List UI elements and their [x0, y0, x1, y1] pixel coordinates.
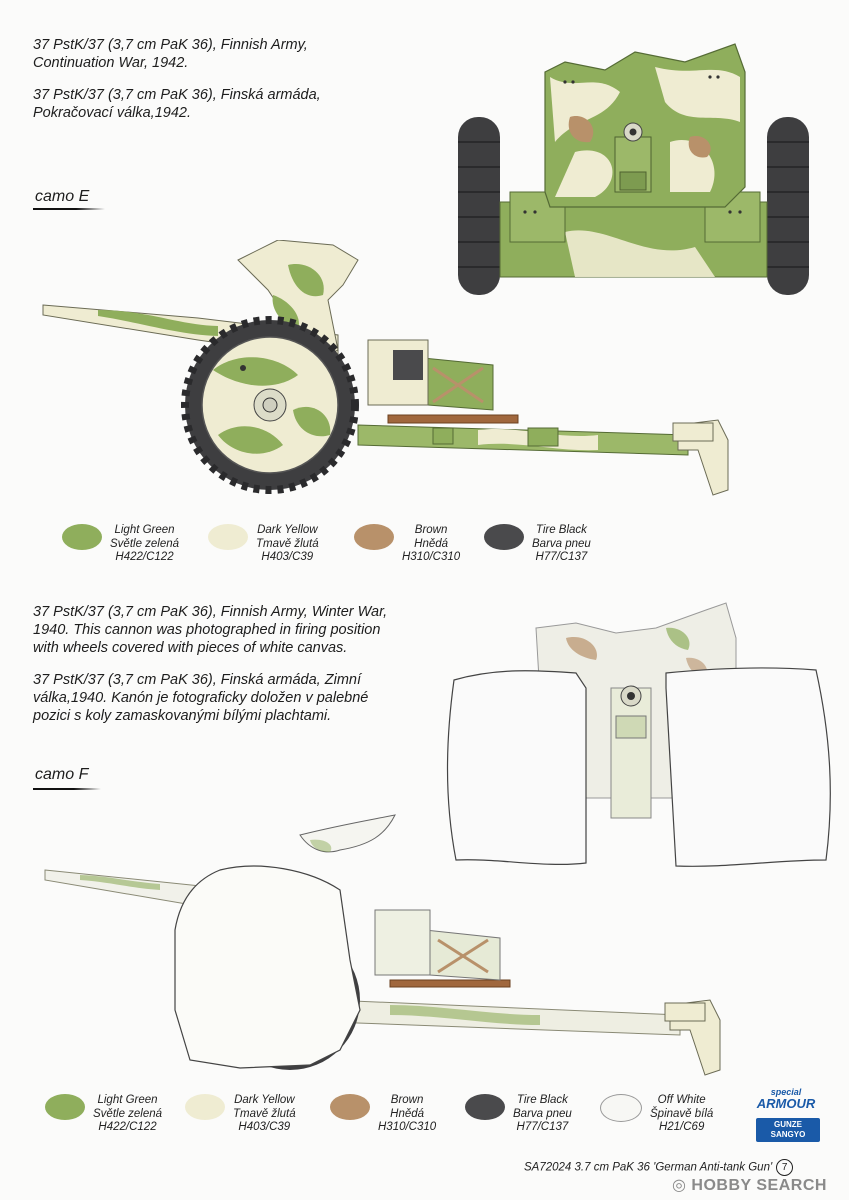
swatch-name: Brown: [414, 524, 448, 536]
camo-e-swatch-legend: Light Green Světle zelená H422/C122 Dark…: [62, 524, 624, 565]
swatch-code: H310/C310: [378, 1121, 437, 1133]
logo-armour-text: ARMOUR: [756, 1096, 816, 1111]
swatch-tire-black: Tire Black Barva pneu H77/C137: [465, 1094, 600, 1135]
swatch-dark-yellow-chip: [185, 1094, 225, 1120]
swatch-name: Tire Black: [535, 524, 587, 536]
swatch-off-white-chip: [600, 1094, 642, 1122]
camo-e-top-view-illustration: [458, 43, 809, 295]
swatch-name: Off White: [657, 1094, 706, 1106]
swatch-code: H21/C69: [658, 1121, 705, 1133]
swatch-name: Light Green: [114, 524, 175, 536]
camo-e-captions: 37 PstK/37 (3,7 cm PaK 36), Finnish Army…: [33, 36, 363, 136]
camo-f-swatch-legend: Light Green Světle zelená H422/C122 Dark…: [45, 1094, 735, 1135]
watermark-text: HOBBY SEARCH: [691, 1177, 827, 1194]
swatch-off-white: Off White Špinavě bílá H21/C69: [600, 1094, 735, 1135]
swatch-brown-chip: [330, 1094, 370, 1120]
product-footer: SA72024 3.7 cm PaK 36 'German Anti-tank …: [524, 1159, 794, 1176]
swatch-dark-yellow-chip: [208, 524, 248, 550]
gunze-sangyo-logo: GUNZE SANGYO: [756, 1118, 820, 1142]
swatch-name: Dark Yellow: [234, 1094, 295, 1106]
swatch-code: H403/C39: [261, 551, 314, 563]
camo-e-caption-en: 37 PstK/37 (3,7 cm PaK 36), Finnish Army…: [33, 37, 308, 71]
swatch-name-cz: Barva pneu: [532, 537, 591, 550]
swatch-tire-black: Tire Black Barva pneu H77/C137: [484, 524, 624, 565]
swatch-name: Brown: [390, 1094, 424, 1106]
swatch-code: H310/C310: [402, 551, 461, 563]
swatch-dark-yellow: Dark Yellow Tmavě žlutá H403/C39: [208, 524, 354, 565]
swatch-brown: Brown Hnědá H310/C310: [354, 524, 484, 565]
hobby-search-watermark: ◎ HOBBY SEARCH: [672, 1175, 827, 1195]
camo-f-rule: [33, 788, 101, 790]
swatch-code: H422/C122: [98, 1121, 157, 1133]
logo-gunze-text: GUNZE: [774, 1120, 802, 1129]
page-number: 7: [776, 1159, 794, 1176]
swatch-name-cz: Hnědá: [390, 1107, 425, 1120]
swatch-name: Tire Black: [516, 1094, 568, 1106]
swatch-code: H77/C137: [516, 1121, 569, 1133]
camo-f-side-view-illustration: [44, 814, 721, 1076]
camo-f-top-view-illustration: [446, 602, 831, 867]
swatch-name: Light Green: [97, 1094, 158, 1106]
camo-f-captions: 37 PstK/37 (3,7 cm PaK 36), Finnish Army…: [33, 603, 393, 739]
product-title: SA72024 3.7 cm PaK 36 'German Anti-tank …: [524, 1161, 773, 1174]
swatch-name-cz: Barva pneu: [513, 1107, 572, 1120]
swatch-name-cz: Tmavě žlutá: [256, 537, 319, 550]
swatch-light-green-chip: [62, 524, 102, 550]
logo-sangyo-text: SANGYO: [770, 1130, 806, 1139]
camo-e-rule: [33, 208, 105, 210]
swatch-tire-black-chip: [465, 1094, 505, 1120]
camo-e-caption-cz: 37 PstK/37 (3,7 cm PaK 36), Finská armád…: [33, 87, 321, 121]
swatch-code: H77/C137: [535, 551, 588, 563]
swatch-name: Dark Yellow: [257, 524, 318, 536]
camo-f-caption-cz: 37 PstK/37 (3,7 cm PaK 36), Finská armád…: [33, 672, 369, 724]
swatch-code: H422/C122: [115, 551, 174, 563]
swatch-tire-black-chip: [484, 524, 524, 550]
swatch-light-green: Light Green Světle zelená H422/C122: [62, 524, 208, 565]
swatch-name-cz: Světle zelená: [93, 1107, 163, 1120]
swatch-light-green: Light Green Světle zelená H422/C122: [45, 1094, 185, 1135]
swatch-brown-chip: [354, 524, 394, 550]
swatch-name-cz: Hnědá: [414, 537, 449, 550]
watermark-icon: ◎: [672, 1177, 687, 1194]
special-armour-logo: special ARMOUR: [752, 1087, 820, 1111]
swatch-brown: Brown Hnědá H310/C310: [330, 1094, 465, 1135]
logo-special-text: special: [770, 1087, 802, 1097]
camo-f-label: camo F: [35, 766, 89, 783]
swatch-dark-yellow: Dark Yellow Tmavě žlutá H403/C39: [185, 1094, 330, 1135]
swatch-name-cz: Tmavě žlutá: [233, 1107, 296, 1120]
camo-f-caption-en: 37 PstK/37 (3,7 cm PaK 36), Finnish Army…: [33, 604, 388, 656]
swatch-code: H403/C39: [238, 1121, 291, 1133]
camo-e-side-view-illustration: [42, 240, 729, 496]
swatch-name-cz: Špinavě bílá: [650, 1107, 714, 1120]
swatch-light-green-chip: [45, 1094, 85, 1120]
camo-e-label: camo E: [35, 188, 90, 205]
swatch-name-cz: Světle zelená: [110, 537, 180, 550]
